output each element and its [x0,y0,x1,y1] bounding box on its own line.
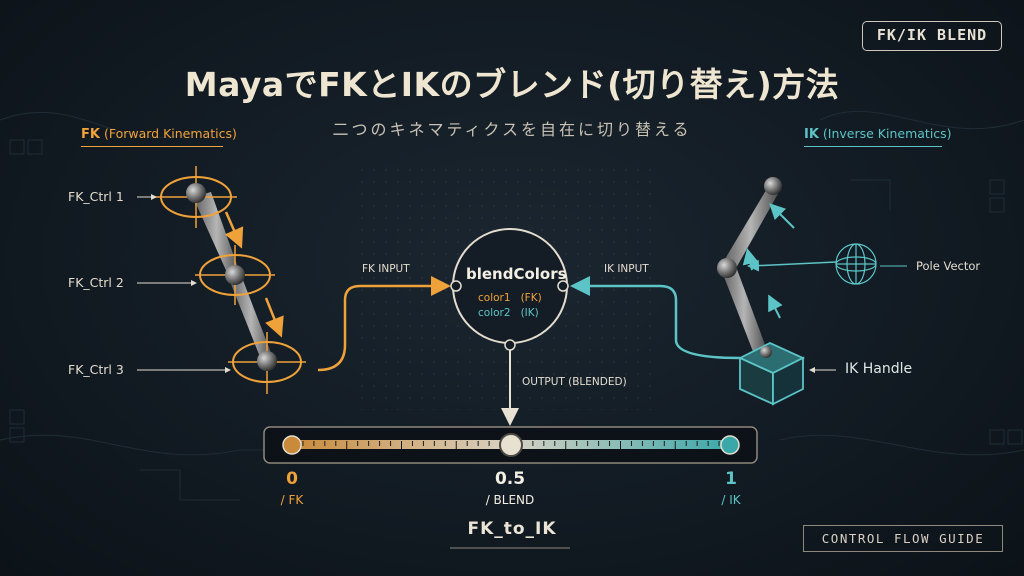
ik-flow-arrow-2 [742,248,759,271]
fk-joint-2 [225,265,245,285]
slider-stop-0-label: / FK [280,493,304,507]
topic-badge: FK/IK BLEND [862,21,1002,51]
slider-knob [499,433,523,457]
node-color2-source: (IK) [520,307,539,319]
ik-flow-arrow-3 [768,294,783,319]
node-color2-row: color2 (IK) [478,307,539,319]
fk-ctrl-2-label: FK_Ctrl 2 [68,275,124,290]
node-color1-row: color1 (FK) [478,292,542,304]
fk-ctrl-1-label: FK_Ctrl 1 [68,189,124,204]
blend-attribute-name: FK_to_IK [467,519,557,539]
control-flow-guide-label: CONTROL FLOW GUIDE [803,525,1003,552]
slider-stop-fk [282,435,302,455]
ik-chain [717,177,907,406]
page-title: MayaでFKとIKのブレンド(切り替え)方法 [184,65,840,104]
slider-stop-1-value: 0.5 [494,469,526,489]
fk-flow-arrow-2 [264,297,284,338]
ik-flow-arrow-1 [769,203,795,229]
fk-input-label: FK INPUT [362,263,410,275]
node-input-port-ik [557,280,569,292]
pole-vector-sphere[interactable] [835,243,877,285]
fk-bone-lower [229,275,273,362]
fk-to-ik-slider[interactable] [263,426,758,464]
fk-joint-3 [257,351,277,371]
ik-heading: IK (Inverse Kinematics) [804,126,952,142]
fk-heading-short: FK [81,127,100,142]
fk-input-connector [317,276,451,372]
fk-joint-1 [186,183,206,203]
slider-stop-ik [720,435,740,455]
fk-heading: FK (Forward Kinematics) [81,126,237,142]
fk-flow-arrow-1 [224,211,244,249]
slider-ticks [302,441,720,449]
blendcolors-node[interactable] [450,228,569,351]
fk-ctrl-3-label: FK_Ctrl 3 [68,362,124,377]
pole-vector-label: Pole Vector [916,259,981,273]
ik-joint-2 [717,258,737,278]
node-name: blendColors [466,265,567,283]
fk-heading-long: (Forward Kinematics) [103,126,237,141]
fk-bone-upper [193,192,240,277]
node-color2-label: color2 [478,307,511,319]
fk-chain [137,166,306,394]
node-color1-label: color1 [478,292,511,304]
page-subtitle: 二つのキネマティクスを自在に切り替える [332,120,692,139]
ik-heading-long: (Inverse Kinematics) [822,126,952,141]
slider-stop-2-value: 1 [725,469,737,489]
ik-heading-underline [804,146,942,147]
node-color1-source: (FK) [520,292,542,304]
ik-input-label: IK INPUT [604,263,649,275]
node-input-port-fk [450,280,462,292]
ik-handle-label: IK Handle [845,361,913,377]
slider-stop-2-label: / IK [721,493,741,507]
ik-handle-end-joint [760,346,772,358]
node-output-port [504,339,516,351]
ik-bone-lower [721,264,767,354]
fk-heading-underline [81,146,223,147]
ik-heading-short: IK [804,127,819,142]
pole-vector-link [747,259,837,272]
slider-stop-0-value: 0 [286,469,298,489]
ik-input-connector [570,276,741,360]
ik-bone-upper [722,187,779,270]
slider-stop-1-label: / BLEND [485,493,535,507]
ik-handle-cube[interactable] [737,342,806,406]
output-label: OUTPUT (BLENDED) [522,376,627,388]
ik-joint-1 [764,177,782,195]
